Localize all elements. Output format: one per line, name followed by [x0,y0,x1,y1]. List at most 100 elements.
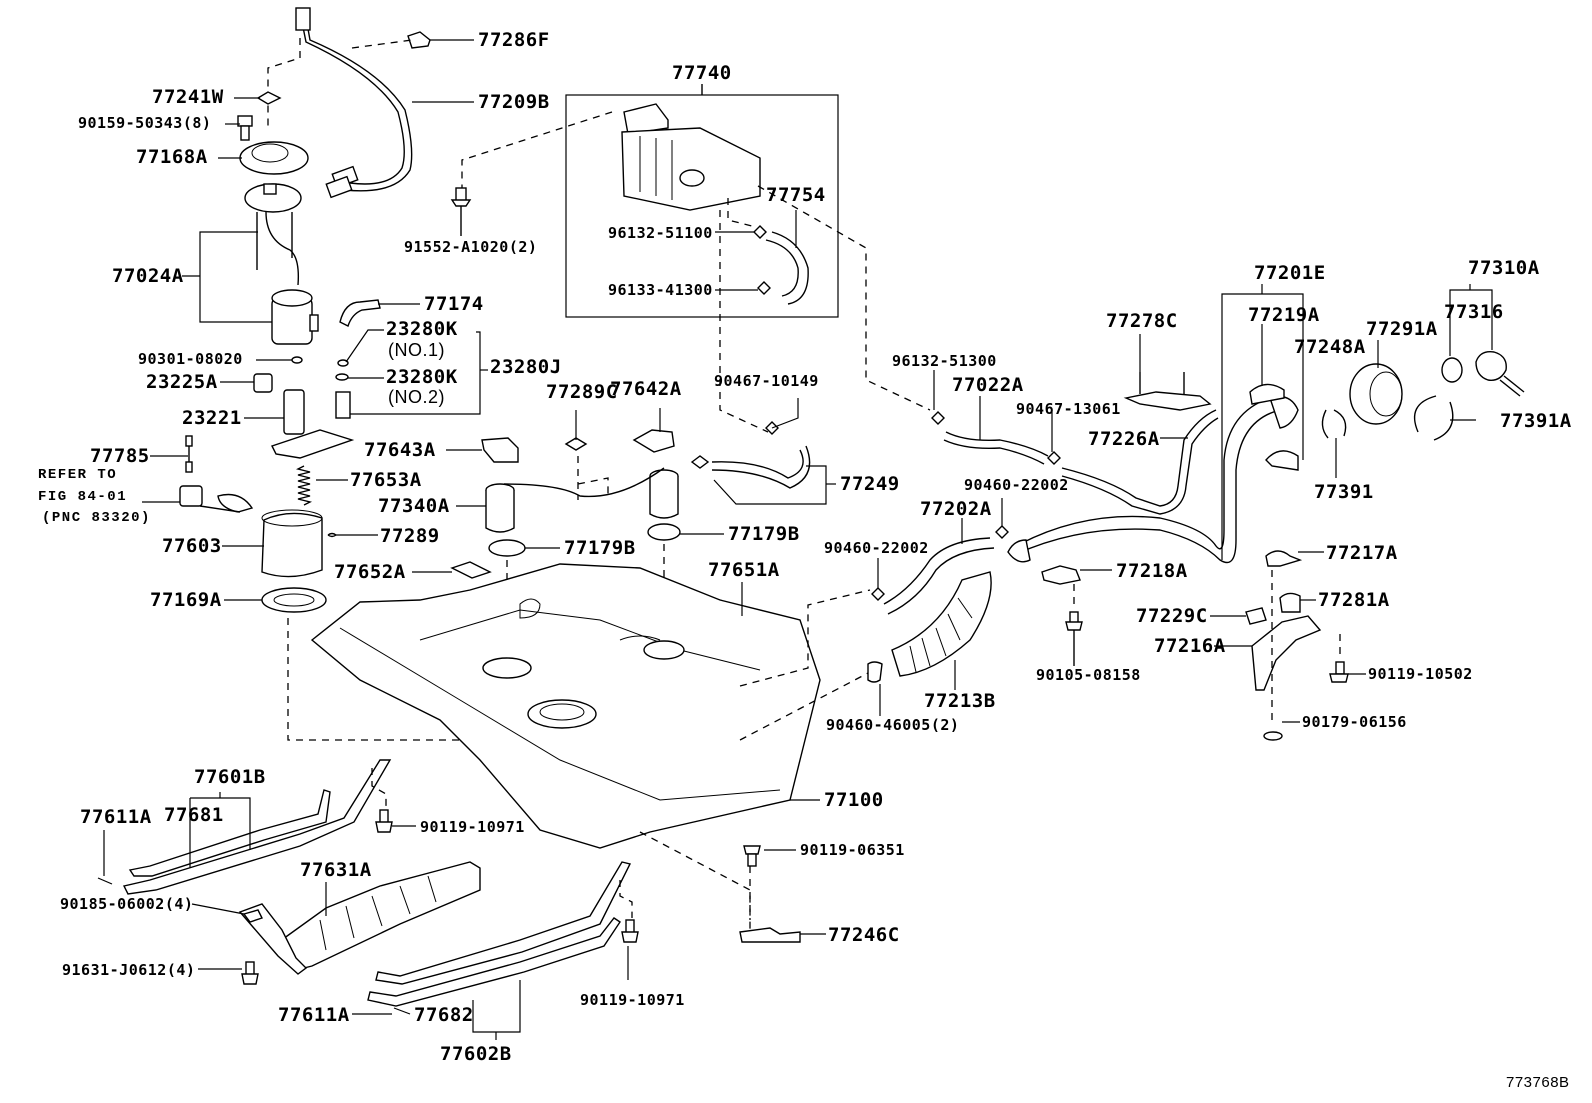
part-label-90119-10971-top[interactable]: 90119-10971 [420,818,525,836]
part-label-96132-51300[interactable]: 96132-51300 [892,352,997,370]
part-label-77652A[interactable]: 77652A [334,561,406,583]
clamp-96132-51300 [931,411,945,425]
part-label-90119-10971-bottom[interactable]: 90119-10971 [580,991,685,1009]
clip-77281A [1279,592,1301,613]
vent-valve-77340A-right [649,469,679,519]
part-label-77179B-left[interactable]: 77179B [564,537,636,559]
part-label-77681[interactable]: 77681 [164,804,224,826]
part-label-23280J[interactable]: 23280J [490,356,562,378]
part-label-77651A[interactable]: 77651A [708,559,780,581]
part-label-77611A-bottom[interactable]: 77611A [278,1004,350,1026]
part-label-77289[interactable]: 77289 [380,525,440,547]
bracket-77216A [1251,615,1322,691]
part-label-90185-06002[interactable]: 90185-06002(4) [60,895,194,913]
fuel-pump-assembly-77024A [244,183,319,345]
part-label-77216A[interactable]: 77216A [1154,635,1226,657]
part-label-77024A[interactable]: 77024A [112,265,184,287]
part-label-77241W[interactable]: 77241W [152,86,224,108]
part-label-96132-51100[interactable]: 96132-51100 [608,224,713,242]
part-label-77179B-right[interactable]: 77179B [728,523,800,545]
leader-77024A [199,231,272,323]
part-label-77246C[interactable]: 77246C [828,924,900,946]
part-label-23221[interactable]: 23221 [182,407,242,429]
part-label-77201E[interactable]: 77201E [1254,262,1326,284]
part-label-77682[interactable]: 77682 [414,1004,474,1026]
part-label-77642A[interactable]: 77642A [610,378,682,400]
o-ring-23280K-no1 [337,359,349,367]
part-label-77340A[interactable]: 77340A [378,495,450,517]
filter-23225A [253,373,273,393]
part-label-77740[interactable]: 77740 [672,62,732,84]
part-label-23280K-no1[interactable]: 23280K [386,318,458,340]
part-label-77249[interactable]: 77249 [840,473,900,495]
part-label-77601B[interactable]: 77601B [194,766,266,788]
part-label-77310A[interactable]: 77310A [1468,257,1540,279]
part-label-77100[interactable]: 77100 [824,789,884,811]
gasket-77169A [261,587,327,613]
part-label-77281A[interactable]: 77281A [1318,589,1390,611]
part-label-90119-10502[interactable]: 90119-10502 [1368,665,1473,683]
part-label-77653A[interactable]: 77653A [350,469,422,491]
part-label-77022A[interactable]: 77022A [952,374,1024,396]
part-label-90179-06156[interactable]: 90179-06156 [1302,713,1407,731]
part-label-77286F[interactable]: 77286F [478,29,550,51]
fuel-cup-77603 [261,509,323,578]
part-note-no2: (NO.2) [388,387,445,407]
part-label-23280K-no2[interactable]: 23280K [386,366,458,388]
part-label-77291A[interactable]: 77291A [1366,318,1438,340]
part-label-90460-22002-left[interactable]: 90460-22002 [824,539,929,557]
ring-77391A [1413,395,1454,441]
refer-note-line2[interactable]: FIG 84-01 [38,489,128,505]
part-label-77217A[interactable]: 77217A [1326,542,1398,564]
inlet-77291A [1349,363,1403,425]
clamp-77286F [407,31,431,49]
part-label-77209B[interactable]: 77209B [478,91,550,113]
part-label-77174[interactable]: 77174 [424,293,484,315]
part-label-77202A[interactable]: 77202A [920,498,992,520]
part-label-77603[interactable]: 77603 [162,535,222,557]
hose-77202A [883,537,995,615]
clamp-77217A [1265,550,1303,567]
part-label-77785[interactable]: 77785 [90,445,150,467]
part-label-90460-46005[interactable]: 90460-46005(2) [826,716,960,734]
part-label-77602B[interactable]: 77602B [440,1043,512,1065]
part-label-77611A-top[interactable]: 77611A [80,806,152,828]
part-label-77213B[interactable]: 77213B [924,690,996,712]
part-label-91631-J0612[interactable]: 91631-J0612(4) [62,961,196,979]
leader-lines [103,39,1493,1040]
part-label-91552-A1020[interactable]: 91552-A1020(2) [404,238,538,256]
part-label-90467-13061[interactable]: 90467-13061 [1016,400,1121,418]
part-label-90159-50343[interactable]: 90159-50343(8) [78,114,212,132]
bolt-91631 [241,961,259,985]
part-label-77391A[interactable]: 77391A [1500,410,1572,432]
part-label-77168A[interactable]: 77168A [136,146,208,168]
vent-valve-77340A-left [485,483,515,533]
part-label-77391[interactable]: 77391 [1314,481,1374,503]
part-label-77316[interactable]: 77316 [1444,301,1504,323]
bolt-90119-10971-bottom [619,880,639,943]
part-label-90105-08158[interactable]: 90105-08158 [1036,666,1141,684]
gasket-77241W [256,91,282,105]
part-label-77289C[interactable]: 77289C [546,381,618,403]
part-label-77754[interactable]: 77754 [766,184,826,206]
part-label-77218A[interactable]: 77218A [1116,560,1188,582]
part-label-77278C[interactable]: 77278C [1106,310,1178,332]
part-label-90119-06351[interactable]: 90119-06351 [800,841,905,859]
part-label-96133-41300[interactable]: 96133-41300 [608,281,713,299]
bolt-90119-06351 [743,845,761,867]
part-label-77226A[interactable]: 77226A [1088,428,1160,450]
part-label-77643A[interactable]: 77643A [364,439,436,461]
part-label-77169A[interactable]: 77169A [150,589,222,611]
part-label-77219A[interactable]: 77219A [1248,304,1320,326]
bolt-90105 [1065,611,1083,666]
part-label-90301-08020[interactable]: 90301-08020 [138,350,243,368]
part-label-77248A[interactable]: 77248A [1294,336,1366,358]
figure-id: 773768B [1506,1074,1570,1091]
part-label-90467-10149[interactable]: 90467-10149 [714,372,819,390]
part-label-77631A[interactable]: 77631A [300,859,372,881]
part-label-90460-22002-right[interactable]: 90460-22002 [964,476,1069,494]
part-label-23225A[interactable]: 23225A [146,371,218,393]
fuel-pump-23221 [271,389,355,459]
part-label-77229C[interactable]: 77229C [1136,605,1208,627]
